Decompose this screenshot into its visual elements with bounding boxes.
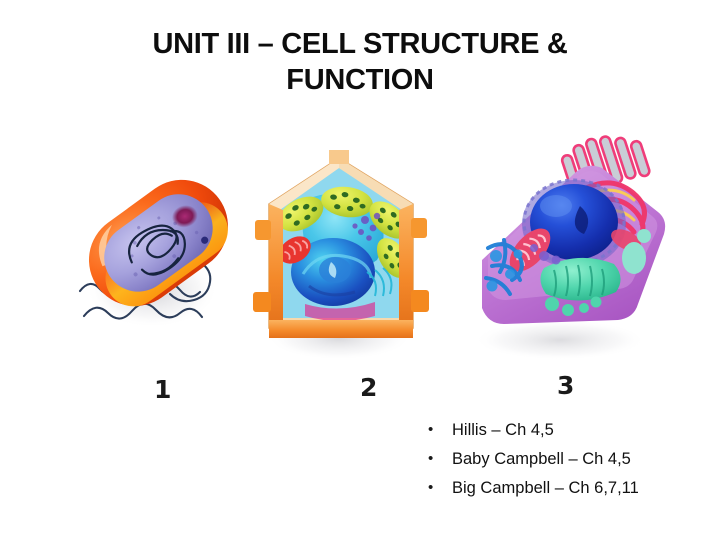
plant-cell-illustration: [253, 150, 429, 360]
bacterial-cell-diagram: [52, 140, 237, 375]
animal-cell-illustration: [474, 135, 666, 360]
list-item-label: Big Campbell – Ch 6,7,11: [452, 479, 639, 497]
animal-cell-diagram: [448, 128, 676, 376]
figure-number-3: 3: [557, 371, 575, 400]
list-item-label: Baby Campbell – Ch 4,5: [452, 450, 631, 468]
bacterial-cell-body: [88, 179, 228, 307]
bullet-icon: •: [428, 421, 434, 438]
page-title: UNIT III – CELL STRUCTURE & FUNCTION: [152, 28, 568, 97]
cell-wall-border: [253, 150, 429, 338]
list-item: • Big Campbell – Ch 6,7,11: [424, 478, 714, 498]
endoplasmic-reticulum: [366, 267, 393, 297]
figure-number-2: 2: [360, 373, 378, 402]
golgi-apparatus: [540, 257, 621, 316]
bacterial-cell-illustration: [78, 179, 228, 328]
vesicles: [622, 229, 651, 274]
list-item-label: Hillis – Ch 4,5: [452, 421, 554, 439]
reading-list: • Hillis – Ch 4,5 • Baby Campbell – Ch 4…: [424, 420, 714, 507]
bullet-icon: •: [428, 450, 434, 467]
cytoplasm-granules: [352, 212, 381, 241]
list-item: • Hillis – Ch 4,5: [424, 420, 714, 440]
bullet-icon: •: [428, 479, 434, 496]
dna-nucleoid-icon: [128, 224, 186, 276]
plant-cell-diagram: [243, 142, 433, 374]
mitochondrion: [279, 236, 311, 264]
list-item: • Baby Campbell – Ch 4,5: [424, 449, 714, 469]
nucleus: [291, 238, 375, 306]
cell-diagram-row: [0, 128, 720, 388]
figure-number-1: 1: [154, 375, 172, 404]
